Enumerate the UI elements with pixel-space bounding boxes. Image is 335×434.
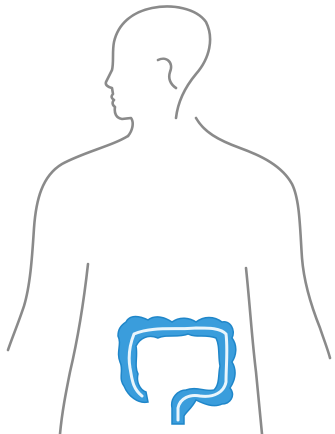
body-outline: [8, 7, 330, 434]
right-torso-outline: [246, 268, 262, 434]
left-torso-outline: [60, 264, 88, 434]
head-outline: [106, 7, 210, 136]
ear-outline: [158, 59, 176, 88]
large-intestine: [118, 317, 236, 425]
colon-lumen: [129, 328, 227, 420]
left-arm-outline: [8, 136, 128, 350]
